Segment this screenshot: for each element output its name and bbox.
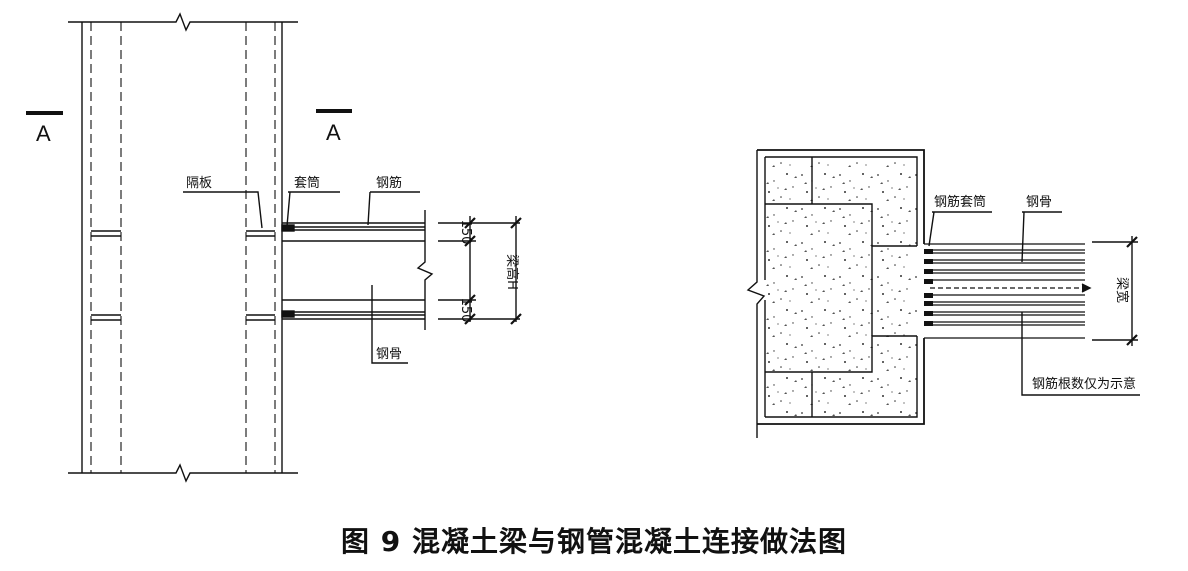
label-diaphragm: 隔板 [186, 176, 212, 191]
sleeve-r6 [924, 301, 933, 306]
section-mark-right: A [326, 120, 341, 145]
leader-rebar-sleeve [928, 211, 992, 247]
bottom-break-line [68, 463, 298, 483]
sleeve-bottom [281, 310, 295, 318]
sleeve-r3 [924, 269, 933, 274]
leader-rebar [367, 191, 420, 226]
dim-tick-6 [510, 313, 522, 325]
dim-tick-w1 [1126, 236, 1138, 248]
label-steel-bone-right: 钢骨 [1026, 195, 1052, 210]
leader-steel-bone-r [1021, 211, 1062, 263]
sleeve-r1 [924, 249, 933, 254]
concrete-fill [765, 160, 917, 417]
section-mark-left: A [36, 121, 51, 146]
connection-detail-figure: A A 隔板 套筒 钢筋 钢骨 150 150 梁高H [26, 12, 1140, 483]
leader-note [1021, 312, 1140, 396]
core-block-outline [765, 203, 917, 373]
tube-inner-frame [765, 156, 918, 418]
sleeve-r8 [924, 321, 933, 326]
label-sleeve: 套筒 [294, 175, 320, 191]
leader-diaphragm [183, 191, 263, 229]
sleeve-r4 [924, 279, 933, 284]
dim-tick-3 [464, 294, 476, 306]
sleeve-r2 [924, 259, 933, 264]
note-rebar-count: 钢筋根数仅为示意 [1032, 376, 1136, 392]
dim-tick-5 [510, 217, 522, 229]
right-section-view [746, 149, 1140, 438]
top-break-line [68, 12, 298, 32]
dim-tick-2 [464, 235, 476, 247]
leader-sleeve [286, 191, 340, 227]
section-left-break [746, 150, 766, 438]
tube-outer-frame [757, 149, 925, 425]
section-mark-right-bar [316, 109, 352, 113]
dim-tick-4 [464, 313, 476, 325]
figure-caption: 图 9 混凝土梁与钢管混凝土连接做法图 [341, 525, 847, 558]
dim-text-beam-width: 梁宽 [1114, 277, 1130, 303]
label-steel-bone: 钢骨 [376, 347, 402, 362]
dim-tick-w2 [1126, 334, 1138, 346]
label-rebar-sleeve: 钢筋套筒 [934, 194, 986, 210]
dim-tick-1 [464, 217, 476, 229]
dim-text-150-bottom: 150 [458, 298, 473, 323]
beam-end-break-line [416, 210, 434, 330]
label-rebar: 钢筋 [376, 175, 402, 191]
sleeve-r5 [924, 293, 933, 298]
dim-text-150-top: 150 [458, 220, 473, 245]
centerline-arrow [1081, 283, 1092, 293]
sleeve-r7 [924, 311, 933, 316]
leader-steel-bone [371, 285, 408, 364]
dim-text-beam-height: 梁高H [504, 254, 520, 290]
sleeve-top [281, 224, 295, 232]
left-elevation-view [26, 12, 522, 483]
section-mark-left-bar [26, 111, 63, 115]
